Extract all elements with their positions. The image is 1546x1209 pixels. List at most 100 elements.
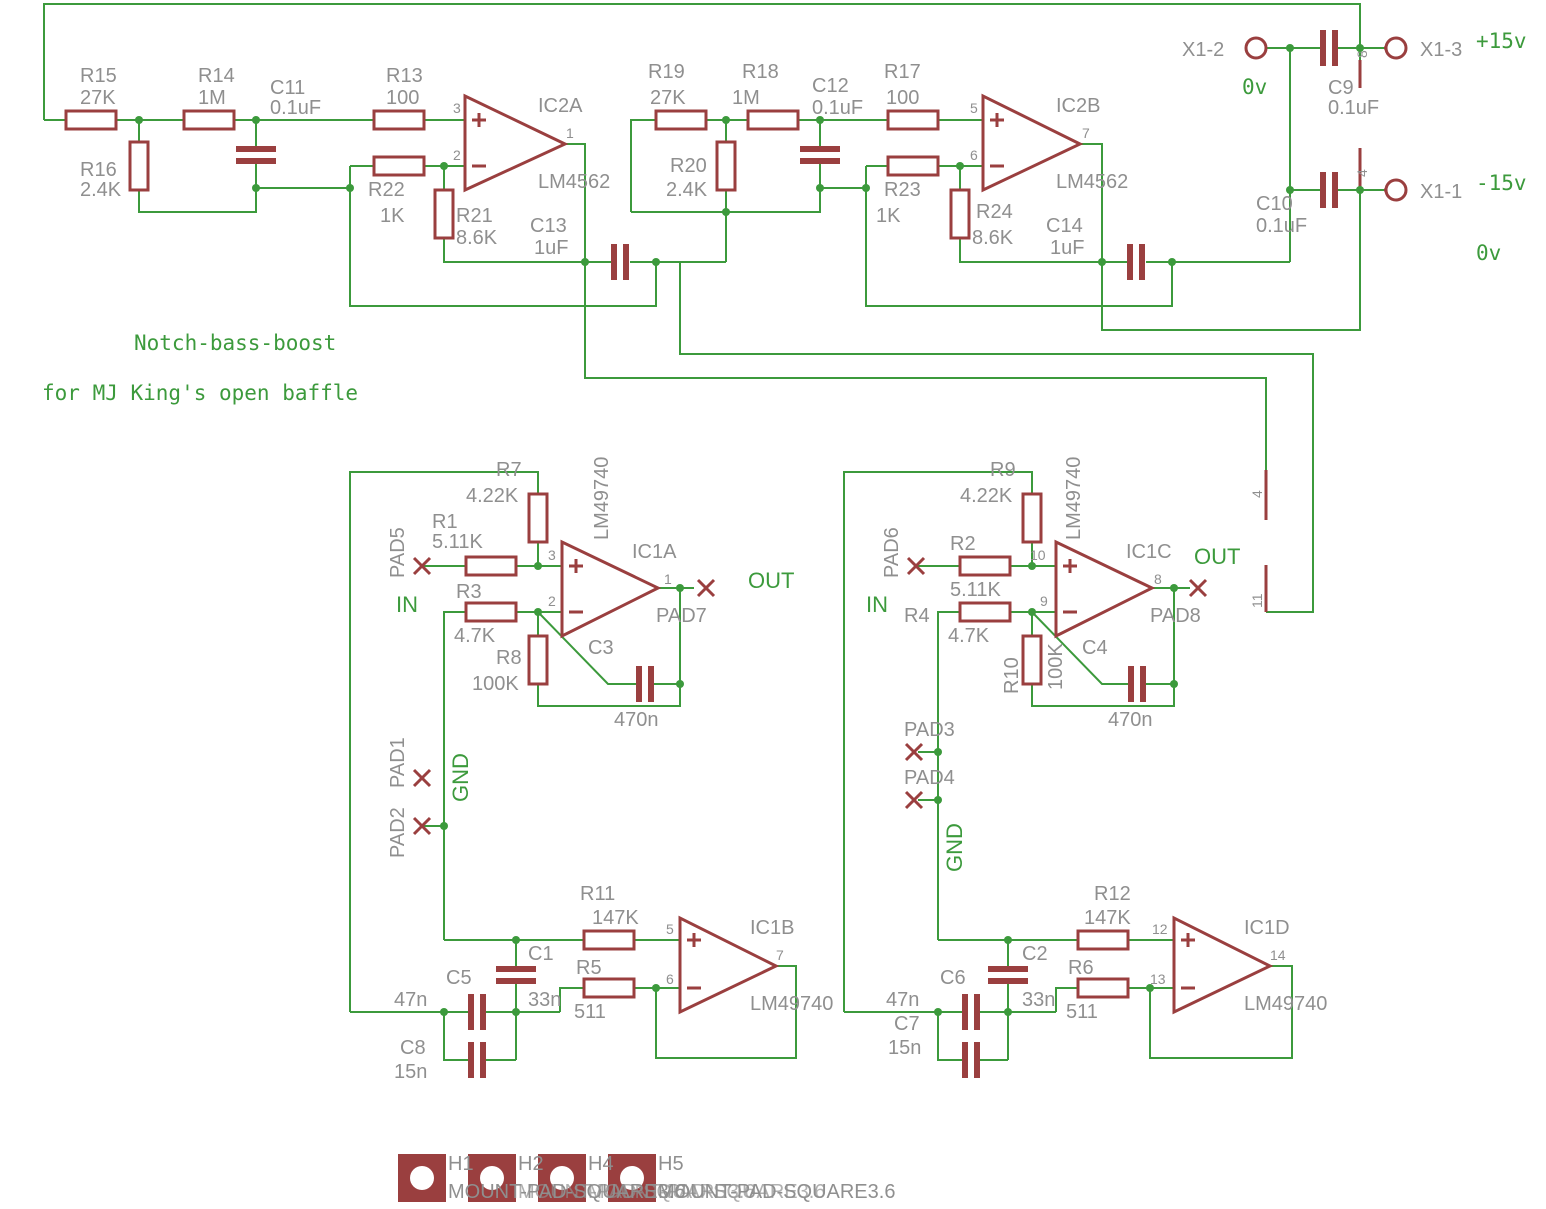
- pad7-marker: [696, 578, 716, 598]
- r2-name: R2: [950, 533, 976, 555]
- resistor-r1: [464, 555, 518, 577]
- ic1a-pin1: 1: [664, 571, 672, 587]
- c9-name: C9: [1328, 77, 1354, 99]
- r5-value: 511: [574, 1001, 606, 1023]
- mounting-holes: H1 H2 H4 H5 MOUNT-PAD-SQUARE3.6 MOUNT-PA…: [398, 1153, 895, 1203]
- resistor-r19: [654, 109, 708, 131]
- resistor-r16: [128, 140, 150, 192]
- r19-name: R19: [648, 61, 685, 83]
- ic1c-pin9: 9: [1040, 593, 1048, 609]
- resistor-r13: [372, 109, 426, 131]
- r17-value: 100: [886, 87, 919, 109]
- plus-15v-label: +15v: [1476, 29, 1527, 53]
- x1-2-label: X1-2: [1182, 39, 1224, 61]
- r16-name: R16: [80, 159, 117, 181]
- ic2a-pin2: 2: [453, 147, 461, 163]
- r1-value: 5.11K: [432, 531, 483, 553]
- out-label-left: OUT: [748, 568, 794, 593]
- resistor-r9: [1021, 492, 1043, 544]
- hole-h2-drill: [480, 1166, 504, 1190]
- r6-name: R6: [1068, 957, 1094, 979]
- capacitor-c9: [1320, 30, 1338, 66]
- gnd-label-left: GND: [448, 753, 473, 802]
- hole-h4-drill: [550, 1166, 574, 1190]
- r4-name: R4: [904, 605, 930, 627]
- pad5-label: PAD5: [387, 527, 409, 578]
- hole-footprint-label: MOUNT-PAD-SQUARE3.6: [448, 1181, 685, 1203]
- opamp-ic1b: [678, 915, 780, 1015]
- c6-value: 47n: [886, 989, 919, 1011]
- c11-name: C11: [270, 77, 305, 99]
- pad3-label: PAD3: [904, 719, 955, 741]
- r9-name: R9: [990, 459, 1016, 481]
- resistor-r17: [886, 109, 940, 131]
- r10-value: 100K: [1045, 643, 1067, 690]
- pad4-marker: [904, 790, 924, 810]
- r13-value: 100: [386, 87, 419, 109]
- pad6-label: PAD6: [881, 527, 903, 578]
- r11-value: 147K: [592, 907, 639, 929]
- c10-value: 0.1uF: [1256, 215, 1307, 237]
- pad4-label: PAD4: [904, 767, 955, 789]
- ic1a-pin2: 2: [548, 593, 556, 609]
- resistor-r2: [958, 555, 1012, 577]
- ic2b-part: LM4562: [1056, 171, 1128, 193]
- ic1b-name: IC1B: [750, 917, 794, 939]
- c14-name: C14: [1046, 215, 1083, 237]
- r3-value: 4.7K: [454, 625, 496, 647]
- c5-name: C5: [446, 967, 472, 989]
- r11-name: R11: [580, 883, 615, 905]
- ic2a-pin1: 1: [566, 125, 574, 141]
- c11-value: 0.1uF: [270, 97, 321, 119]
- left-labels: R7 4.22K LM49740 IC1A R1 5.11K R3 4.7K R…: [387, 457, 833, 1083]
- resistor-r6: [1076, 977, 1130, 999]
- x1-3-label: X1-3: [1420, 39, 1462, 61]
- capacitor-c3: [636, 666, 654, 702]
- opamp-ic2b: [981, 93, 1084, 193]
- capacitor-c12: [800, 146, 840, 164]
- capacitor-c1: [496, 966, 536, 984]
- junction-dots: [135, 44, 1364, 1016]
- pad1-label: PAD1: [387, 737, 409, 788]
- r15-name: R15: [80, 65, 117, 87]
- resistor-r8: [527, 634, 549, 686]
- hole-h5-label: H5: [658, 1153, 684, 1175]
- ic1d-pin12: 12: [1152, 921, 1168, 937]
- r12-name: R12: [1094, 883, 1131, 905]
- c5-value: 47n: [394, 989, 427, 1011]
- resistor-r24: [949, 188, 971, 240]
- pin-8-label: 8: [1354, 50, 1370, 58]
- ic1b-part: LM49740: [750, 993, 833, 1015]
- r20-value: 2.4K: [666, 179, 708, 201]
- pin-11-label: 11: [1249, 593, 1265, 608]
- pad8-marker: [1188, 578, 1208, 598]
- c14-value: 1uF: [1050, 237, 1084, 259]
- pad2-label: PAD2: [387, 807, 409, 858]
- r20-name: R20: [670, 155, 707, 177]
- resistor-r21: [433, 188, 455, 240]
- opamp-ic2a: [463, 93, 569, 193]
- c9-value: 0.1uF: [1328, 97, 1379, 119]
- resistor-r14: [182, 109, 236, 131]
- c3-name: C3: [588, 637, 614, 659]
- resistor-r23: [886, 155, 940, 177]
- opamp-ic1c: [1054, 539, 1156, 639]
- r14-value: 1M: [198, 87, 226, 109]
- c4-value: 470n: [1108, 709, 1153, 731]
- r4-value: 4.7K: [948, 625, 990, 647]
- r22-value: 1K: [380, 205, 405, 227]
- right-labels: R9 4.22K LM49740 IC1C R2 5.11K R4 4.7K R…: [866, 457, 1327, 1059]
- ic1c-part: LM49740: [1063, 457, 1085, 540]
- c7-value: 15n: [888, 1037, 921, 1059]
- x1-1-label: X1-1: [1420, 181, 1462, 203]
- ic1c-pin10: 10: [1030, 547, 1046, 563]
- r22-name: R22: [368, 179, 405, 201]
- pad1-marker: [412, 768, 432, 788]
- opamp-ic1d: [1172, 915, 1274, 1015]
- resistor-r5: [582, 977, 636, 999]
- capacitor-c7: [962, 1042, 980, 1078]
- capacitor-c13: [611, 244, 629, 280]
- connector-x1-2: [1244, 36, 1268, 60]
- resistor-r3: [464, 601, 518, 623]
- resistor-r4: [958, 601, 1012, 623]
